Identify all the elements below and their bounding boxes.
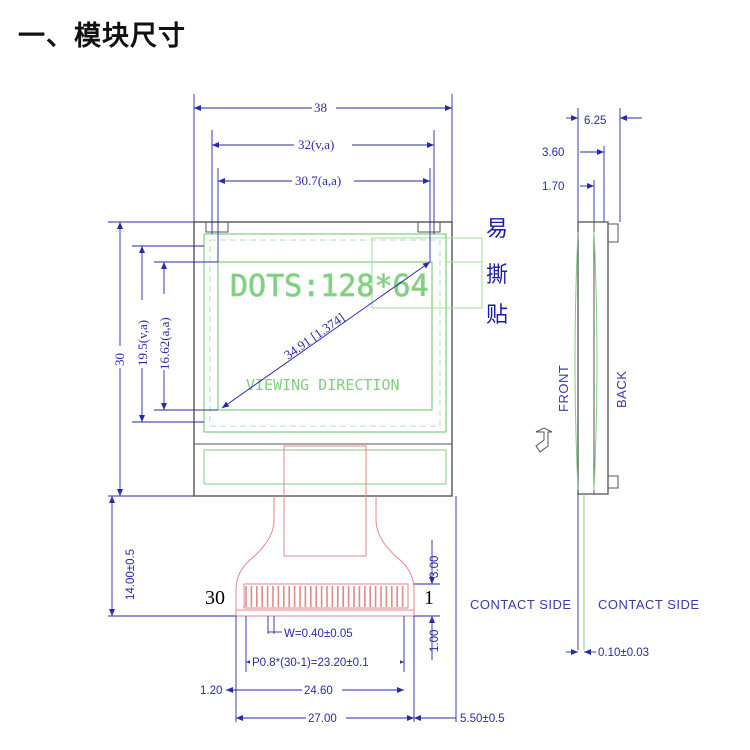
pin-pitch: P0.8*(30-1)=23.20±0.1 — [252, 657, 369, 669]
viewing-direction-label: VIEWING DIRECTION — [246, 376, 400, 394]
width-viewing: 32(v,a) — [298, 137, 334, 152]
peel-char-2: 撕 — [486, 263, 508, 288]
dim-27-00: 27.00 — [308, 713, 337, 725]
module-outline — [193, 221, 453, 497]
front-arrow-icon — [535, 427, 553, 453]
front-view: DOTS:128*64 VIEWING DIRECTION 34.91 [1.3… — [108, 94, 572, 725]
dots-label: DOTS:128*64 — [230, 269, 429, 304]
fpc-length: 14.00±0.5 — [125, 549, 137, 600]
diagonal-dimension: 34.91 [1.374] — [281, 310, 347, 363]
height-overall: 30 — [112, 353, 127, 366]
back-label: BACK — [614, 371, 629, 408]
peel-char-1: 易 — [486, 217, 508, 242]
width-active: 30.7(a,a) — [295, 173, 341, 188]
page-heading: 一、模块尺寸 — [18, 21, 186, 52]
contact-side-front: CONTACT SIDE — [470, 597, 572, 612]
side-body — [577, 221, 609, 495]
dim-5-50: 5.50±0.5 — [460, 713, 505, 725]
front-label: FRONT — [556, 365, 571, 412]
diagonal-line — [221, 261, 431, 409]
fpc-tail — [235, 445, 415, 617]
contact-pins — [245, 586, 404, 607]
height-viewing: 19.5(v,a) — [135, 320, 150, 366]
dim-24-60: 24.60 — [304, 685, 333, 697]
viewing-area — [203, 233, 447, 433]
width-overall: 38 — [314, 100, 327, 115]
peel-char-3: 贴 — [486, 303, 508, 328]
dim-1-20: 1.20 — [200, 685, 222, 697]
side-dim-3-60: 3.60 — [542, 147, 564, 159]
pin-1-label: 1 — [424, 587, 434, 609]
pin-30-label: 30 — [205, 587, 225, 609]
fpc-thickness: 0.10±0.03 — [598, 647, 649, 659]
side-view: 6.25 3.60 1.70 FRONT BACK CONTACT SIDE 0… — [535, 108, 700, 659]
side-dim-1-70: 1.70 — [542, 181, 564, 193]
side-thickness: 6.25 — [584, 115, 606, 127]
contact-side-back: CONTACT SIDE — [598, 597, 700, 612]
dim-3-00: 3.00 — [429, 556, 441, 578]
pin-width: W=0.40±0.05 — [284, 628, 353, 640]
height-active: 16.62(a,a) — [157, 317, 172, 370]
dim-1-00: 1.00 — [429, 630, 441, 652]
